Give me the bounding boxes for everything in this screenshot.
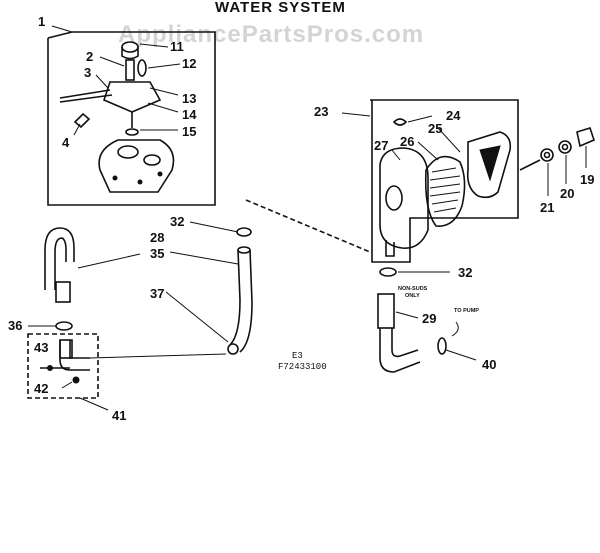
callout-28: 28 — [150, 230, 164, 245]
callout-25: 25 — [428, 121, 442, 136]
callout-19: 19 — [580, 172, 594, 187]
callout-15: 15 — [182, 124, 196, 139]
hose-28-group — [165, 221, 253, 355]
callout-4: 4 — [62, 135, 70, 150]
callout-40: 40 — [482, 357, 496, 372]
callout-24: 24 — [446, 108, 461, 123]
valve-assembly-group — [47, 25, 216, 206]
callout-35: 35 — [150, 246, 164, 261]
callout-13: 13 — [182, 91, 196, 106]
callout-43: 43 — [34, 340, 48, 355]
fitting-group-41 — [27, 321, 227, 411]
callout-12: 12 — [182, 56, 196, 71]
callout-26: 26 — [400, 134, 414, 149]
callout-21: 21 — [540, 200, 554, 215]
callout-29: 29 — [422, 311, 436, 326]
diagram-title: WATER SYSTEM — [215, 0, 346, 16]
connector-dash-line — [245, 199, 371, 253]
diagram-code-line2: F72433100 — [278, 362, 327, 372]
callout-41: 41 — [112, 408, 126, 423]
callout-14: 14 — [182, 107, 197, 122]
callout-32-left: 32 — [170, 214, 184, 229]
callout-32-right: 32 — [458, 265, 472, 280]
callout-27: 27 — [374, 138, 388, 153]
hose-29-group — [377, 267, 477, 373]
non-suds-note-line1: NON-SUDS — [398, 286, 428, 292]
callout-3: 3 — [84, 65, 91, 80]
callout-36: 36 — [8, 318, 22, 333]
callout-1: 1 — [38, 14, 45, 29]
watermark-text: AppliancePartsPros.com — [118, 21, 424, 48]
callout-42: 42 — [34, 381, 48, 396]
callout-20: 20 — [560, 186, 574, 201]
non-suds-note-line2: ONLY — [405, 293, 420, 299]
hose-35-group — [44, 227, 141, 303]
callout-11: 11 — [170, 39, 184, 54]
to-pump-note: TO PUMP — [454, 308, 479, 314]
callout-2: 2 — [86, 49, 93, 64]
diagram-code-line1: E3 — [292, 351, 303, 361]
inlet-assembly-group — [341, 99, 595, 263]
callout-23: 23 — [314, 104, 328, 119]
callout-37: 37 — [150, 286, 164, 301]
